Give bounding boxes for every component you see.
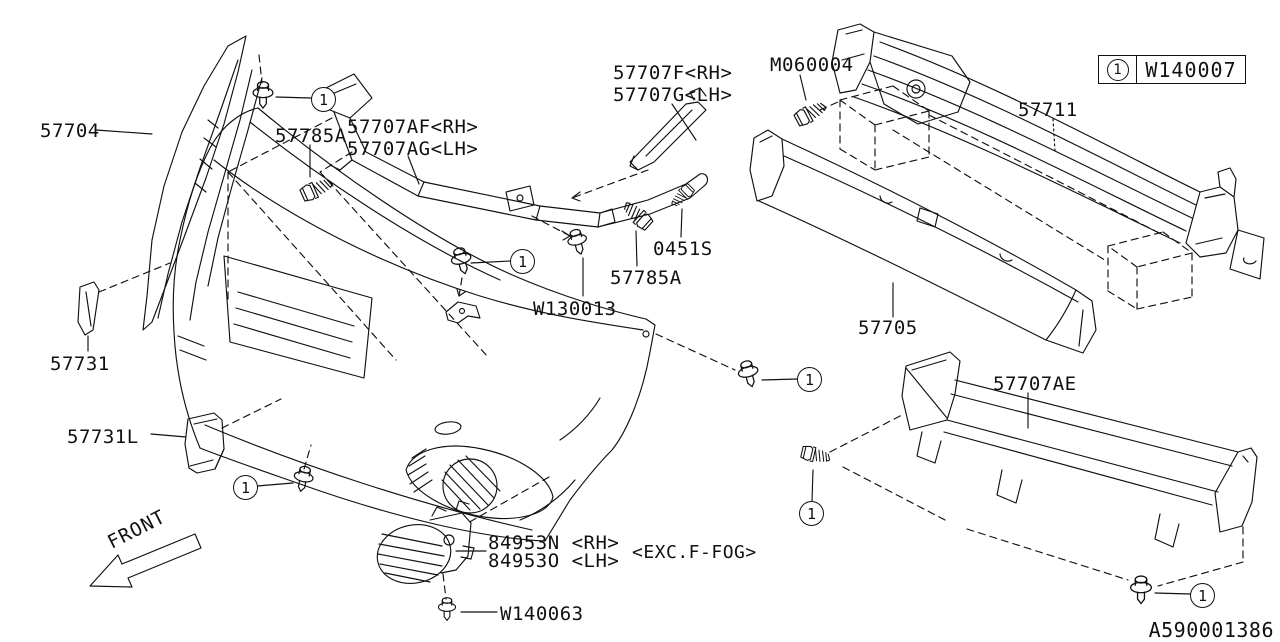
legend-callout-circle: 1	[1106, 58, 1129, 81]
callout-circle-1: 1	[233, 475, 258, 500]
callout-circle-1: 1	[510, 249, 535, 274]
callout-circle-1: 1	[311, 87, 336, 112]
bracket-side-57707f-drawing	[629, 87, 707, 171]
legend-part-number: W140007	[1145, 57, 1237, 82]
label-under-cover: 57707AE	[993, 373, 1077, 395]
callout-circle-1: 1	[1190, 583, 1215, 608]
label-bracket-side-lh: 57707G<LH>	[613, 84, 733, 106]
leader-lines	[87, 74, 1191, 613]
push-clip-icon	[735, 357, 763, 390]
legend-box: 1 W140007	[1098, 55, 1246, 84]
label-clip-w140063: W140063	[500, 603, 584, 625]
label-bumper-face: 57704	[40, 120, 100, 142]
bumper-face-57704-drawing	[142, 35, 656, 542]
dashed-arrowheads	[456, 191, 581, 297]
beam-57711-drawing	[831, 23, 1265, 280]
label-cover-lower: 57731L	[67, 426, 139, 448]
label-beam: 57711	[1018, 99, 1078, 121]
screw-w140063-icon	[437, 597, 457, 621]
fog-lamp-cover-84953-drawing	[376, 500, 475, 584]
absorber-57705-drawing	[749, 129, 1097, 354]
callout-circle-1: 1	[797, 367, 822, 392]
label-bracket-side-rh: 57707F<RH>	[613, 62, 733, 84]
bolt-m060004-icon	[792, 97, 830, 129]
label-cover-side: 57731	[50, 353, 110, 375]
callout-circle-1: 1	[799, 501, 824, 526]
label-absorber: 57705	[858, 317, 918, 339]
flange-bolt-icon	[799, 444, 833, 466]
label-fog-cover-rh: 84953N <RH>	[488, 532, 620, 554]
cover-lower-57731l-drawing	[184, 412, 225, 474]
push-clip-icon	[290, 464, 316, 494]
flange-bolt-icon	[298, 174, 336, 204]
label-clip-w130013: W130013	[533, 298, 617, 320]
label-clip-top: 57785A	[275, 125, 347, 147]
label-bolt-m060004: M060004	[770, 54, 854, 76]
assembly-dashed-lines	[98, 54, 1244, 600]
under-cover-57707ae-drawing	[901, 351, 1258, 548]
label-stay-front-rh: 57707AF<RH>	[347, 116, 479, 138]
label-bolt-mid: 57785A	[610, 267, 682, 289]
label-fog-cover-lh: 84953O <LH>	[488, 550, 620, 572]
label-stay-front-lh: 57707AG<LH>	[347, 138, 479, 160]
push-clip-icon	[252, 81, 274, 109]
label-screw-0451s: 0451S	[653, 238, 713, 260]
push-clip-icon	[564, 226, 591, 258]
cover-side-57731-drawing	[77, 281, 100, 336]
push-clip-icon	[1129, 575, 1153, 605]
drawing-number: A590001386	[1148, 618, 1274, 642]
label-fog-cover-note: <EXC.F-FOG>	[632, 542, 757, 563]
front-direction-arrow	[89, 533, 202, 588]
stay-front-57707af-drawing	[321, 73, 709, 324]
legend-callout-cell: 1	[1099, 56, 1137, 83]
